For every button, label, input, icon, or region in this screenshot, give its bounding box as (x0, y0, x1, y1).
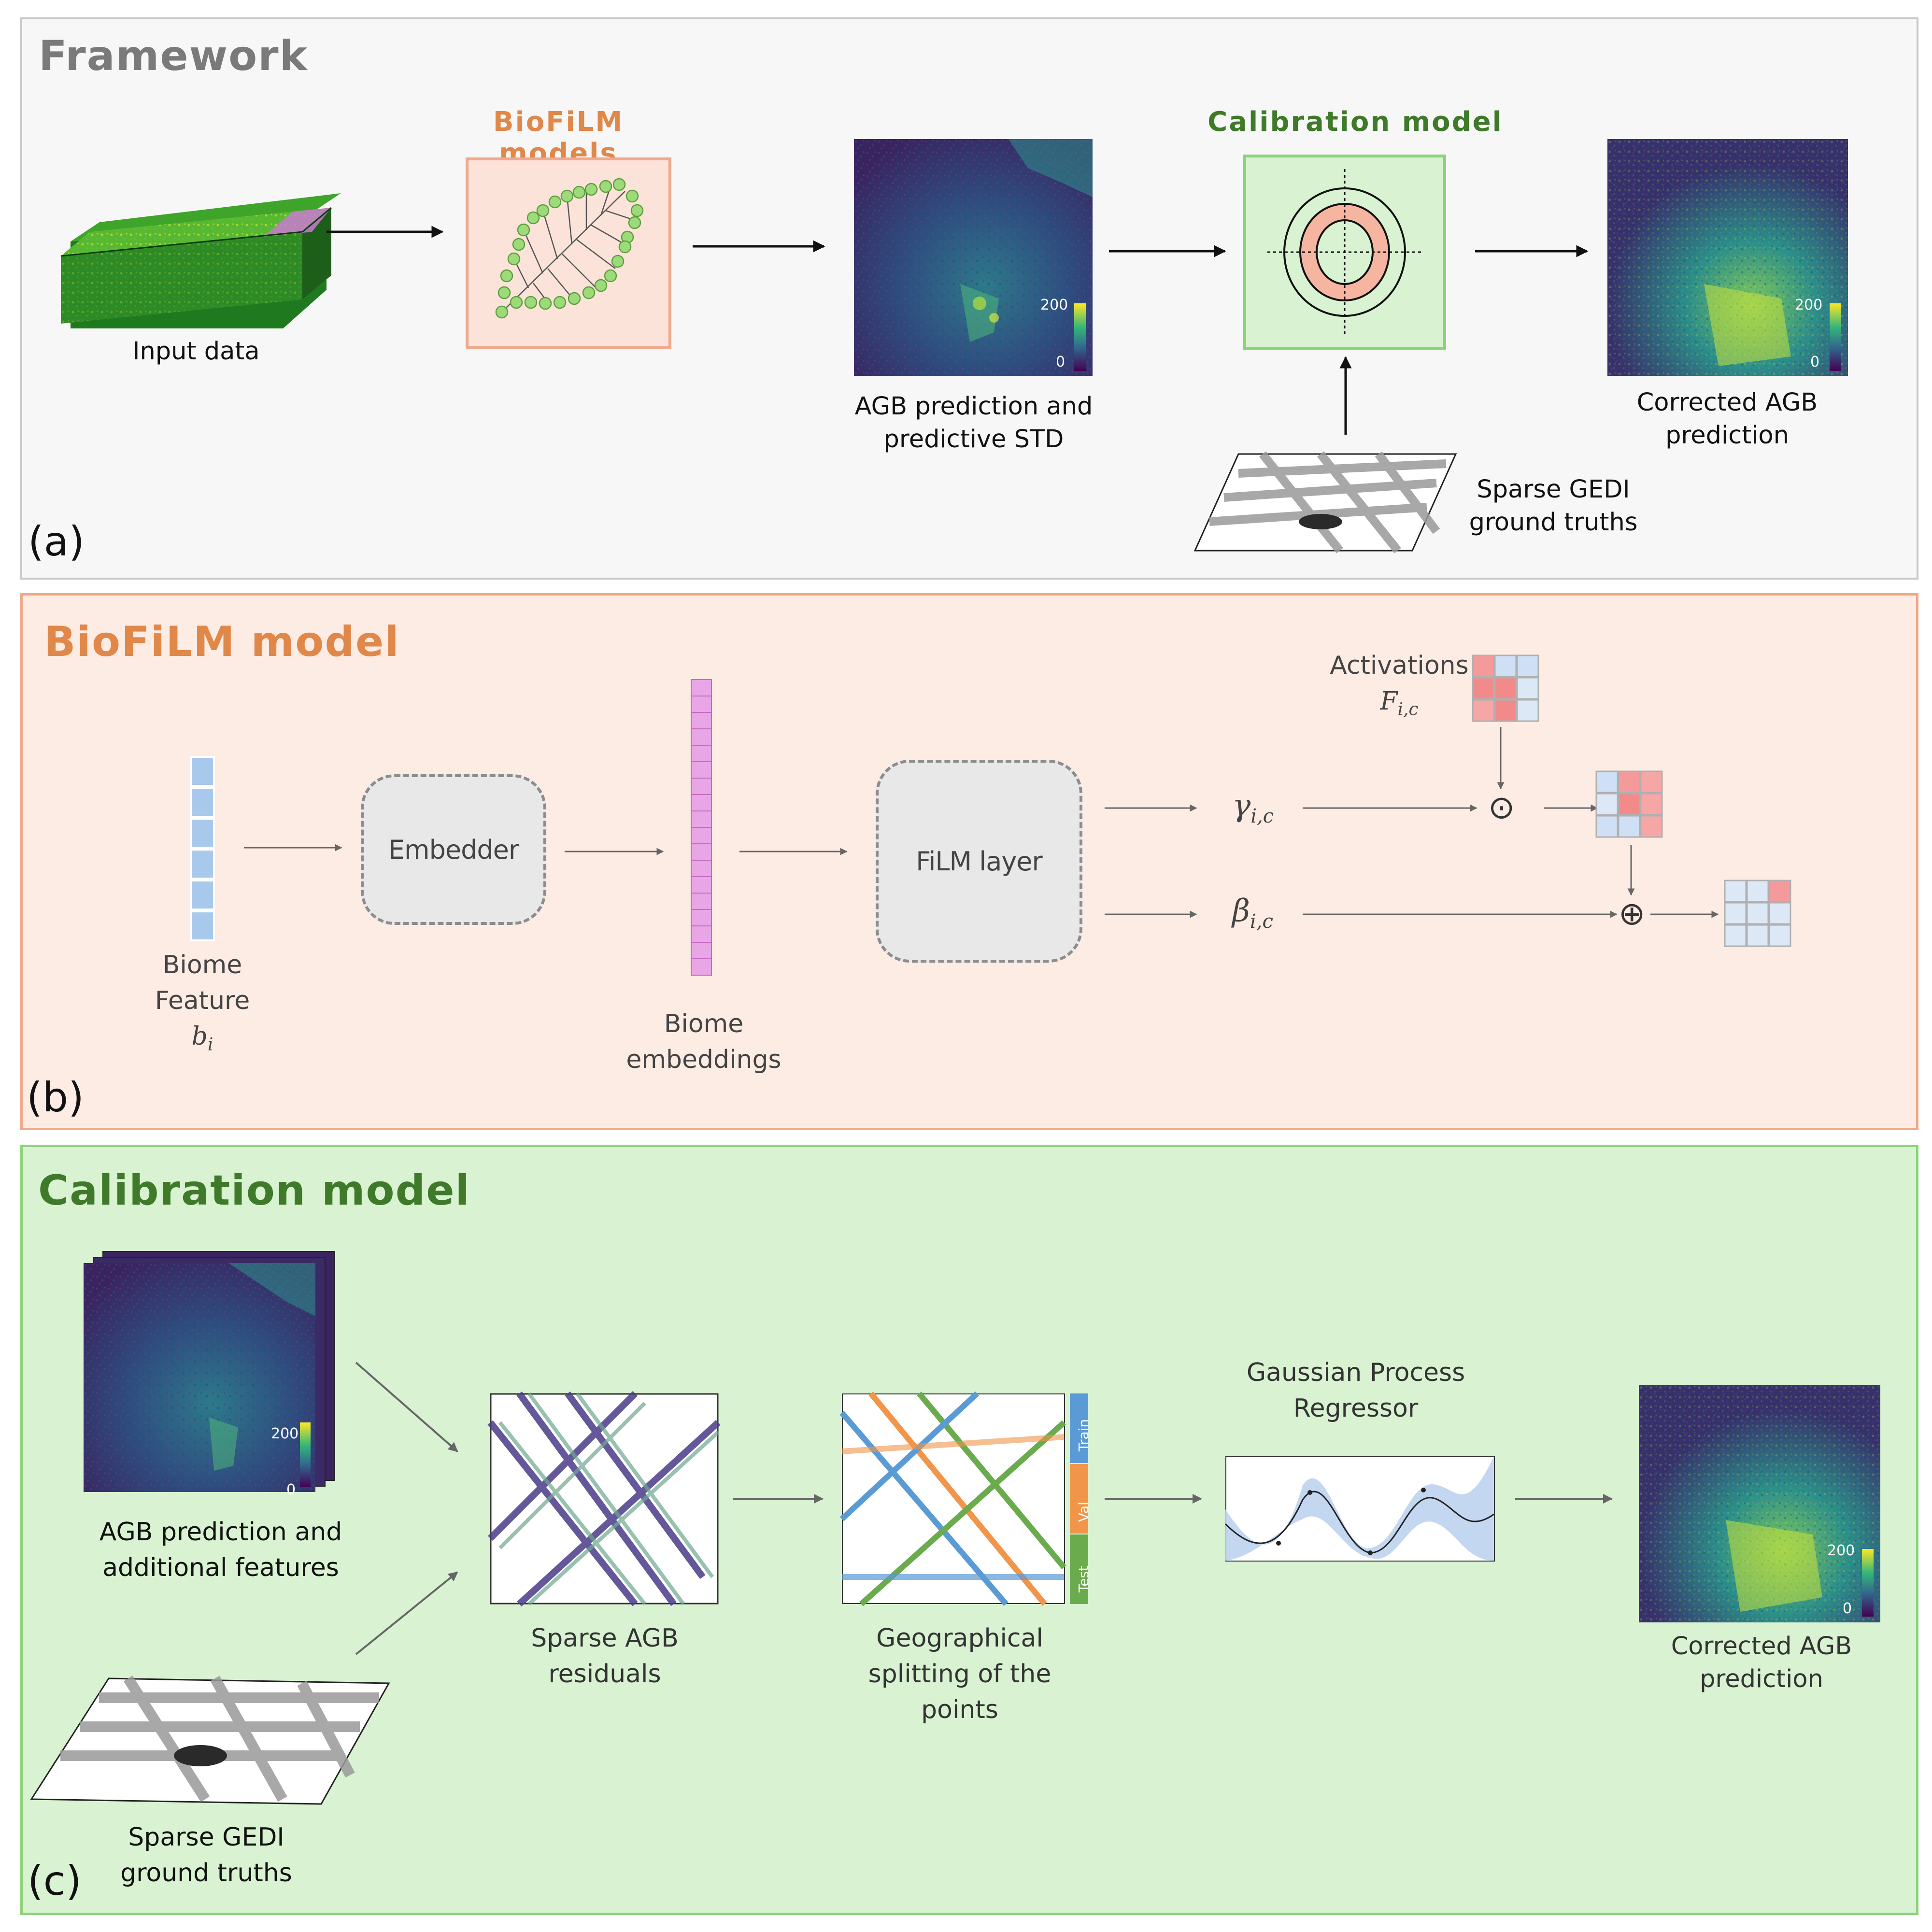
residuals-label: Sparse AGB residuals (477, 1620, 733, 1692)
split-train-tag: Train (1076, 1419, 1092, 1451)
gamma-subscript: i,c (1250, 805, 1274, 827)
addition-operator: ⊕ (1619, 895, 1646, 932)
arrow-input-to-biofilm (327, 226, 1589, 435)
colorbar-min-a1: 0 (1056, 354, 1065, 370)
gp-line-1: Gaussian Process (1246, 1358, 1465, 1387)
calibration-target-box (1243, 155, 1446, 350)
colorbar-min-a2: 0 (1810, 354, 1820, 370)
prediction-label-line-2: predictive STD (883, 425, 1064, 454)
gedi-ground-truth-sheet-c (30, 1676, 390, 1805)
calibration-model-title: Calibration model (1208, 106, 1503, 138)
colorbar-min-c1: 0 (286, 1481, 296, 1498)
beta-subscript: i,c (1250, 910, 1273, 933)
corrected-label-a: Corrected AGB prediction (1592, 386, 1862, 452)
corrected-agb-map-c (1639, 1385, 1880, 1622)
panel-biofilm-model: BioFiLM model (b) (20, 593, 1918, 1130)
agb-feature-stack (84, 1251, 335, 1492)
colorbar-max-a2: 200 (1795, 297, 1823, 313)
gp-regressor-label: Gaussian Process Regressor (1211, 1355, 1501, 1426)
biome-feature-label: Biome Feature bi (130, 947, 275, 1063)
corrected-label-c-line-2: prediction (1700, 1665, 1823, 1693)
gedi-label-a-line-1: Sparse GEDI (1477, 475, 1630, 504)
beta-char: β (1232, 893, 1250, 929)
biome-feature-line-2: Feature (155, 986, 250, 1015)
scaled-activations-grid (1595, 770, 1663, 838)
panel-c-tag: (c) (28, 1857, 82, 1904)
activations-text: Activations (1330, 651, 1469, 680)
panel-framework: Framework (a) Input data BioFiLM models (20, 17, 1918, 580)
corrected-label-a-line-2: prediction (1665, 421, 1789, 450)
gedi-label-c-line-2: ground truths (120, 1859, 292, 1888)
prediction-label-line-1: AGB prediction and (854, 392, 1093, 421)
panel-c-arrows (355, 1362, 1613, 1655)
panel-c-title: Calibration model (38, 1166, 471, 1215)
biome-feature-symbol: bi (130, 1019, 275, 1063)
corrected-label-c-line-1: Corrected AGB (1671, 1632, 1852, 1661)
split-test-tag: Test (1076, 1565, 1092, 1592)
biome-embeddings-vector (691, 679, 712, 976)
geographical-split-label: Geographical splitting of the points (815, 1620, 1105, 1728)
biome-feature-vector (190, 756, 215, 941)
output-activations-grid (1724, 880, 1791, 947)
f-symbol: F (1380, 687, 1398, 716)
activations-label: Activations Fi,c (1312, 648, 1486, 727)
gedi-label-c: Sparse GEDI ground truths (85, 1819, 327, 1891)
corrected-label-c: Corrected AGB prediction (1626, 1630, 1897, 1696)
corrected-agb-map-a (1607, 139, 1848, 376)
input-data-cube (60, 193, 341, 328)
sparse-residuals-map (487, 1391, 721, 1607)
gp-regressor-plot (1224, 1456, 1495, 1562)
b-symbol: b (191, 1022, 208, 1051)
embeddings-line-2: embeddings (626, 1045, 781, 1074)
gp-line-2: Regressor (1293, 1394, 1419, 1423)
split-line-3: points (921, 1695, 998, 1724)
film-layer-box: FiLM layer (876, 760, 1082, 963)
gedi-label-a-line-2: ground truths (1469, 508, 1638, 537)
corrected-label-a-line-1: Corrected AGB (1636, 388, 1818, 417)
activations-grid (1472, 654, 1539, 722)
biome-feature-line-1: Biome (162, 951, 242, 980)
hadamard-operator: ⊙ (1488, 789, 1515, 826)
prediction-label: AGB prediction and predictive STD (834, 390, 1114, 456)
colorbar-min-c2: 0 (1843, 1600, 1852, 1617)
embedder-box: Embedder (361, 774, 546, 925)
panel-b-tag: (b) (27, 1074, 84, 1121)
beta-symbol: βi,c (1232, 893, 1273, 933)
b-subscript: i (207, 1035, 213, 1055)
gamma-char: γ (1232, 788, 1251, 824)
prediction-features-line-1: AGB prediction and (99, 1518, 342, 1547)
residuals-line-2: residuals (548, 1660, 661, 1689)
colorbar-max-c1: 200 (271, 1425, 299, 1442)
biome-embeddings-label: Biome embeddings (617, 1006, 791, 1078)
split-line-2: splitting of the (868, 1660, 1051, 1689)
panel-a-title: Framework (39, 32, 308, 80)
residuals-line-1: Sparse AGB (531, 1624, 679, 1653)
geographical-split-map (839, 1391, 1088, 1606)
panel-a-tag: (a) (28, 518, 85, 565)
input-data-label: Input data (132, 337, 260, 366)
colorbar-max-c2: 200 (1827, 1542, 1855, 1559)
prediction-features-label: AGB prediction and additional features (76, 1514, 366, 1586)
gedi-label-c-line-1: Sparse GEDI (128, 1823, 284, 1852)
gedi-label-a: Sparse GEDI ground truths (1452, 473, 1655, 539)
split-line-1: Geographical (876, 1624, 1043, 1653)
biofilm-leaf-box (466, 157, 671, 349)
panel-b-graphics (190, 654, 1791, 976)
gamma-symbol: γi,c (1232, 788, 1274, 827)
activations-symbol: Fi,c (1312, 683, 1486, 727)
colorbar-max-a1: 200 (1040, 297, 1068, 313)
f-subscript: i,c (1397, 699, 1419, 720)
panel-b-title: BioFiLM model (44, 618, 400, 666)
gedi-ground-truth-sheet (1193, 451, 1457, 554)
prediction-features-line-2: additional features (102, 1553, 339, 1582)
embeddings-line-1: Biome (664, 1009, 744, 1038)
agb-prediction-map (854, 139, 1093, 376)
split-val-tag: Val (1076, 1502, 1092, 1522)
panel-calibration-model: Calibration model (c) 200 0 AGB predicti… (20, 1145, 1918, 1915)
